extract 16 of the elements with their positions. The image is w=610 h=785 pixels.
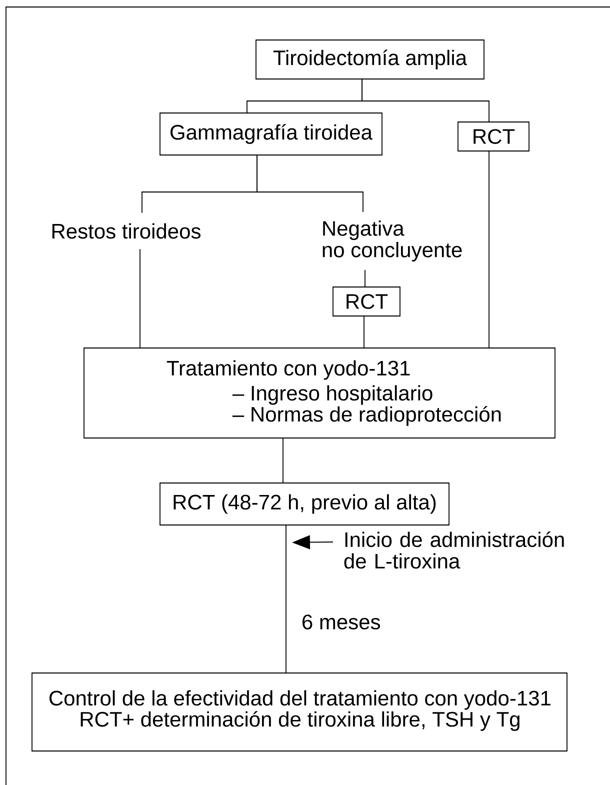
process-box: RCT: [458, 122, 530, 152]
connector-line: [282, 438, 284, 483]
process-box: Control de la efectividad del tratamiento con yodo-131 RCT+ determinación de tiroxina libre, TSH y Tg: [32, 672, 568, 752]
note-text: Inicio de administración de L-tiroxina: [344, 531, 564, 569]
connector-line: [364, 270, 366, 287]
process-box: RCT: [332, 286, 400, 316]
process-box: Tiroidectomía amplia: [256, 40, 484, 80]
connector-line: [256, 155, 364, 212]
branch-label: Negativa no concluyente: [322, 220, 462, 262]
process-box: Gammagrafía tiroidea: [160, 112, 382, 156]
connector-line: [362, 79, 490, 122]
process-box: Tratamiento con yodo-131 – Ingreso hospitalario – Normas de radioprotección: [84, 348, 556, 438]
branch-label: Restos tiroideos: [52, 223, 200, 239]
connector-line: [488, 151, 490, 348]
edge-label: 6 meses: [300, 614, 382, 630]
process-box: RCT (48-72 h, previo al alta): [160, 482, 450, 526]
